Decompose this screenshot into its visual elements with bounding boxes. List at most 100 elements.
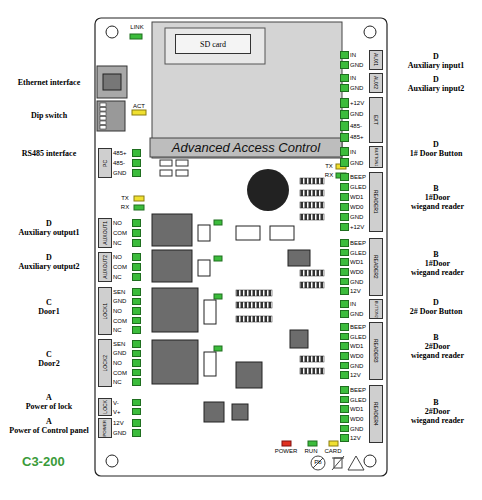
pin-name: COM — [112, 316, 132, 326]
screw-terminal — [132, 219, 141, 227]
connector-strip: POWER — [98, 418, 112, 438]
pin-name: IN — [349, 50, 369, 60]
pin-name: GND — [349, 109, 369, 121]
screw-terminal — [132, 149, 141, 157]
pin-name: BEEP — [349, 385, 369, 395]
screw-terminal — [340, 258, 349, 266]
callout-label: Auxiliary output1 — [4, 228, 94, 237]
connector-label: POWER — [102, 420, 108, 437]
screw-terminal — [132, 369, 141, 377]
connector-label: READER3 — [373, 339, 379, 363]
screw-terminal — [340, 287, 349, 295]
callout-label: Auxiliary output2 — [4, 262, 94, 271]
pin-name: IN — [349, 146, 369, 157]
callout-label: Ethernet interface — [4, 78, 94, 87]
connector-strip: BUTTON1 — [369, 146, 383, 168]
pin-name: WD0 — [349, 202, 369, 212]
pin-name: NC — [112, 325, 132, 335]
pin-name: COM — [112, 228, 132, 238]
screw-terminal — [132, 429, 141, 437]
board-marking: CARD — [322, 448, 344, 455]
pin-name: GND — [112, 349, 132, 359]
screw-terminal — [340, 249, 349, 257]
connector-strip: AUX1 — [369, 50, 383, 70]
board-part — [236, 226, 260, 240]
screw-terminal — [340, 147, 349, 156]
callout-label: B — [392, 333, 480, 342]
circuit-board: Advanced Access ControlSD cardPC485+485-… — [95, 18, 387, 476]
screw-terminal — [340, 84, 349, 92]
board-part — [103, 74, 121, 90]
board-marking: Pb — [311, 459, 325, 466]
board-part — [160, 160, 172, 166]
callout-label: A — [4, 417, 94, 426]
screw-terminal — [132, 340, 141, 348]
callout-label: Power of Control panel — [4, 426, 94, 435]
pin-name: IN — [349, 299, 369, 309]
screw-header — [132, 148, 141, 178]
screw-terminal — [340, 333, 349, 341]
terminal-block: BEEPGLEDWD1WD0GND+12VREADER1 — [340, 172, 383, 232]
connector-strip: PC — [98, 148, 112, 178]
board-part — [236, 178, 324, 374]
board-part — [300, 202, 324, 208]
screw-terminal — [340, 61, 349, 69]
screw-terminal — [132, 253, 141, 261]
board-part — [300, 190, 324, 196]
board-part — [100, 121, 106, 125]
screw-header — [132, 287, 141, 335]
connector-strip: AUXOUT2 — [98, 252, 112, 282]
pin-column: BEEPGLEDWD1WD0GND12V — [349, 385, 369, 443]
pin-name: GND — [349, 157, 369, 168]
screw-terminal — [132, 326, 141, 334]
pin-column: NOCOMNC — [112, 218, 132, 248]
board-part — [300, 356, 324, 362]
board-part — [308, 441, 317, 446]
pin-name: WD0 — [349, 414, 369, 424]
board-part — [214, 294, 222, 299]
screw-terminal — [340, 110, 349, 120]
board-part — [288, 250, 310, 266]
board-part — [95, 18, 387, 476]
terminal-block: AUXOUT1NOCOMNC — [98, 218, 141, 248]
board-part — [165, 28, 265, 64]
pin-column: INGND — [349, 146, 369, 168]
board-part — [236, 362, 262, 388]
pin-name: SEN — [112, 339, 132, 349]
board-marking: TX — [322, 163, 336, 170]
screw-terminal — [340, 193, 349, 201]
screw-terminal — [132, 419, 141, 427]
pin-name: V- — [112, 398, 132, 407]
pin-name: 485- — [349, 120, 369, 132]
screw-terminal — [132, 408, 141, 415]
board-part — [134, 196, 144, 201]
pin-column: INGND — [349, 50, 369, 70]
screw-header — [132, 398, 141, 416]
board-marking: RX — [118, 204, 132, 211]
board-part — [130, 34, 142, 39]
pin-name: GLED — [349, 182, 369, 192]
screw-terminal — [132, 229, 141, 237]
pin-name: COM — [112, 262, 132, 272]
pin-name: WD1 — [349, 192, 369, 202]
board-part — [152, 214, 192, 246]
board-part — [290, 330, 308, 348]
screw-terminal — [132, 239, 141, 247]
pin-name: WD0 — [349, 267, 369, 277]
pin-name: IN — [349, 73, 369, 83]
pin-name: GLED — [349, 395, 369, 405]
screw-terminal — [132, 273, 141, 281]
board-part — [236, 302, 272, 308]
screw-terminal — [340, 352, 349, 360]
screw-terminal — [340, 51, 349, 59]
board-part — [300, 178, 324, 184]
callout-label: Power of lock — [4, 402, 94, 411]
board-part — [100, 126, 106, 130]
connector-strip: READER3 — [369, 322, 383, 380]
pin-column: 12VGND — [112, 418, 132, 438]
connector-label: READER2 — [373, 255, 379, 279]
connector-strip: LOCK1 — [98, 287, 112, 335]
board-part — [100, 117, 106, 121]
screw-terminal — [340, 158, 349, 167]
pin-column: INGND — [349, 299, 369, 319]
